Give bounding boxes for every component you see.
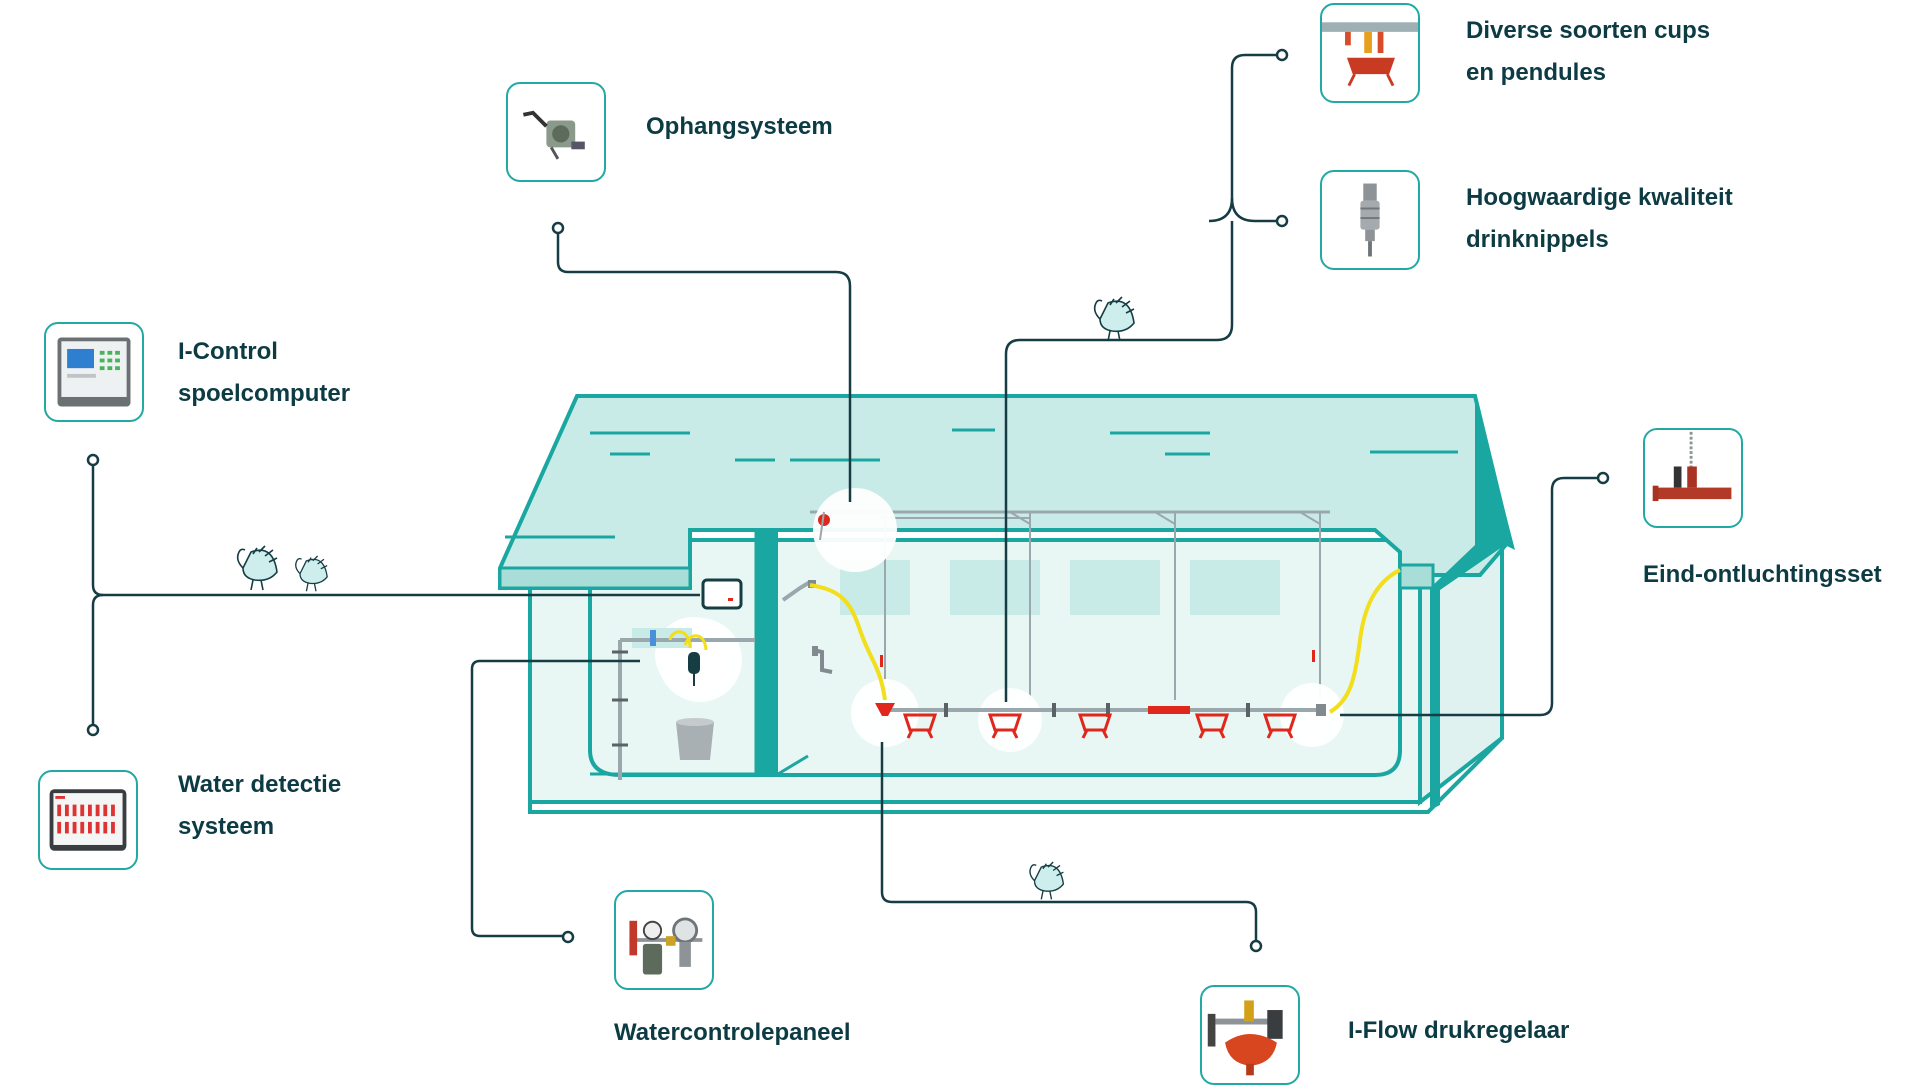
roof-highlights bbox=[505, 428, 1458, 539]
regulator-tile[interactable] bbox=[1200, 985, 1300, 1085]
vent-icon bbox=[1652, 431, 1732, 502]
nipple-tile[interactable] bbox=[1320, 170, 1420, 270]
barn-windows bbox=[840, 560, 1280, 615]
cups-tile[interactable] bbox=[1320, 3, 1420, 103]
nipple-icon bbox=[1360, 183, 1380, 257]
controller-tile[interactable] bbox=[44, 322, 144, 422]
label-waterdetectie: Water detectie systeem bbox=[178, 771, 342, 840]
winch-icon bbox=[522, 110, 585, 160]
bucket bbox=[676, 722, 714, 760]
barn-divider-wall bbox=[756, 502, 778, 774]
tablet-tile[interactable] bbox=[38, 770, 138, 870]
label-icontrol: I-Control spoelcomputer bbox=[178, 338, 351, 407]
controller-icon bbox=[57, 337, 131, 407]
turkey-icons bbox=[236, 296, 1135, 900]
label-cups: Diverse soorten cups en pendules bbox=[1466, 17, 1711, 86]
label-ontluchting: Eind-ontluchtingsset bbox=[1643, 561, 1882, 588]
regulator-icon bbox=[1207, 1000, 1283, 1076]
barn-front-outline bbox=[528, 548, 1504, 814]
water-panel-icon bbox=[629, 917, 703, 975]
vent-tile[interactable] bbox=[1643, 428, 1743, 528]
connector-endpoints bbox=[86, 48, 1610, 953]
label-iflow: I-Flow drukregelaar bbox=[1348, 1017, 1570, 1044]
drinking-cups bbox=[902, 713, 1298, 739]
barn-gable bbox=[1430, 396, 1515, 810]
connector-lines bbox=[91, 53, 1600, 945]
label-watercontrole: Watercontrolepaneel bbox=[614, 1019, 851, 1046]
water-panel-tile[interactable] bbox=[614, 890, 714, 990]
label-nippels: Hoogwaardige kwaliteit drinknippels bbox=[1466, 184, 1733, 253]
winch-tile[interactable] bbox=[506, 82, 606, 182]
label-ophangsysteem: Ophangsysteem bbox=[646, 113, 833, 140]
tablet-icon bbox=[49, 789, 127, 851]
wall-controller bbox=[701, 578, 743, 610]
cups-icon bbox=[1322, 22, 1418, 87]
